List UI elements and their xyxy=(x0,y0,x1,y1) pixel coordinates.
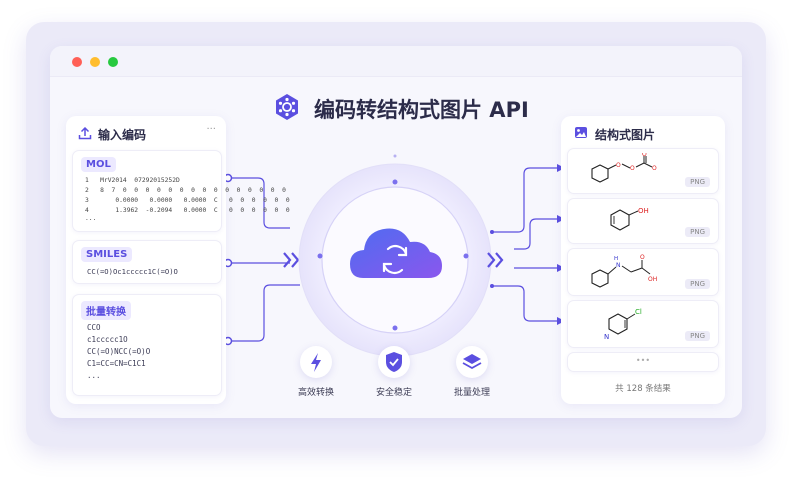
result-card[interactable]: Cl N PNG xyxy=(567,300,719,348)
structure-label: OH xyxy=(648,276,657,283)
refresh-icon xyxy=(382,245,408,274)
layers-icon xyxy=(462,354,482,370)
shield-check-icon xyxy=(386,352,402,372)
svg-text:O: O xyxy=(642,153,647,158)
png-badge: PNG xyxy=(685,227,710,237)
mol-line: 1 MrV2014 07292015252D xyxy=(85,177,180,184)
svg-text:O: O xyxy=(616,162,621,169)
mol-line: 2 8 7 0 0 0 0 0 0 0 0 0 0 0 0 0 0 0 xyxy=(85,187,286,194)
structure-image: H N O OH xyxy=(591,254,657,288)
feature-batch xyxy=(456,346,488,378)
right-chevron-icon xyxy=(487,252,504,268)
input-panel: 输入编码 ··· MOL 1 MrV2014 07292015252D 2 8 … xyxy=(66,116,290,404)
structure-label: Cl xyxy=(635,308,642,316)
structure-label: OH xyxy=(638,207,649,215)
png-badge: PNG xyxy=(685,279,710,289)
batch-label-badge: 批量转换 xyxy=(81,301,131,320)
batch-input-card[interactable]: 批量转换 CCO c1ccccc1O CC(=O)NCC(=O)O C1=CC=… xyxy=(72,294,222,396)
input-panel-title: 输入编码 xyxy=(98,128,147,142)
output-panel-title: 结构式图片 xyxy=(595,128,656,142)
result-card[interactable]: O O O O PNG xyxy=(567,148,719,194)
feature-label: 高效转换 xyxy=(297,388,334,398)
mol-input-card[interactable]: MOL 1 MrV2014 07292015252D 2 8 7 0 0 0 0… xyxy=(72,150,290,232)
minimize-window-dot[interactable] xyxy=(90,57,100,67)
page-title: 编码转结构式图片 API xyxy=(314,98,529,122)
output-panel: 结构式图片 O O O O PNG xyxy=(561,116,725,404)
upload-icon xyxy=(78,126,92,140)
png-badge: PNG xyxy=(685,177,710,187)
conversion-diagram xyxy=(223,154,565,357)
mol-line: 3 0.0000 0.0000 0.0000 C 0 0 0 0 0 0 xyxy=(85,197,290,204)
structure-label: N xyxy=(616,262,621,269)
structure-label: H xyxy=(614,256,618,262)
more-results-button[interactable]: ••• xyxy=(567,352,719,372)
smiles-input-card[interactable]: SMILES CC(=O)Oc1ccccc1C(=O)O xyxy=(72,240,222,284)
cloud-icon xyxy=(350,228,442,278)
png-badge: PNG xyxy=(685,331,710,341)
result-count: 共 128 条结果 xyxy=(615,384,671,394)
batch-line: ... xyxy=(87,371,101,380)
smiles-value: CC(=O)Oc1ccccc1C(=O)O xyxy=(87,267,178,276)
mol-format-badge: MOL xyxy=(81,157,116,172)
structure-label: N xyxy=(604,333,609,341)
result-card[interactable]: OH PNG xyxy=(567,198,719,244)
structure-label: O xyxy=(640,254,645,261)
mol-line: 4 1.3962 -0.2094 0.0000 C 0 0 0 0 0 0 xyxy=(85,207,290,214)
lightning-icon xyxy=(311,353,321,372)
feature-secure xyxy=(378,346,410,378)
maximize-window-dot[interactable] xyxy=(108,57,118,67)
image-icon xyxy=(575,127,587,138)
batch-line: CCO xyxy=(87,323,101,332)
svg-text:O: O xyxy=(630,165,635,172)
result-card[interactable]: H N O OH PNG xyxy=(567,248,719,296)
more-results-dots: ••• xyxy=(635,356,651,365)
structure-image: OH xyxy=(610,207,649,231)
app-window: 编码转结构式图片 API xyxy=(50,46,742,418)
left-chevron-icon xyxy=(283,252,300,268)
smiles-format-badge: SMILES xyxy=(81,247,133,262)
feature-label: 安全稳定 xyxy=(375,388,412,398)
hexagon-logo-icon xyxy=(276,94,298,120)
svg-text:O: O xyxy=(652,165,657,172)
feature-efficient xyxy=(300,346,332,378)
mol-line: ... xyxy=(85,215,97,222)
structure-image: Cl N xyxy=(604,308,642,341)
feature-label: 批量处理 xyxy=(453,388,490,398)
page-header: 编码转结构式图片 API xyxy=(50,92,742,128)
batch-line: CC(=O)NCC(=O)O xyxy=(87,347,151,356)
batch-line: c1ccccc1O xyxy=(87,335,128,344)
structure-image: O O O O xyxy=(591,153,657,183)
batch-line: C1=CC=CN=C1C1 xyxy=(87,359,146,368)
more-options-button[interactable]: ··· xyxy=(206,124,216,135)
title-bar xyxy=(50,46,742,77)
close-window-dot[interactable] xyxy=(72,57,82,67)
